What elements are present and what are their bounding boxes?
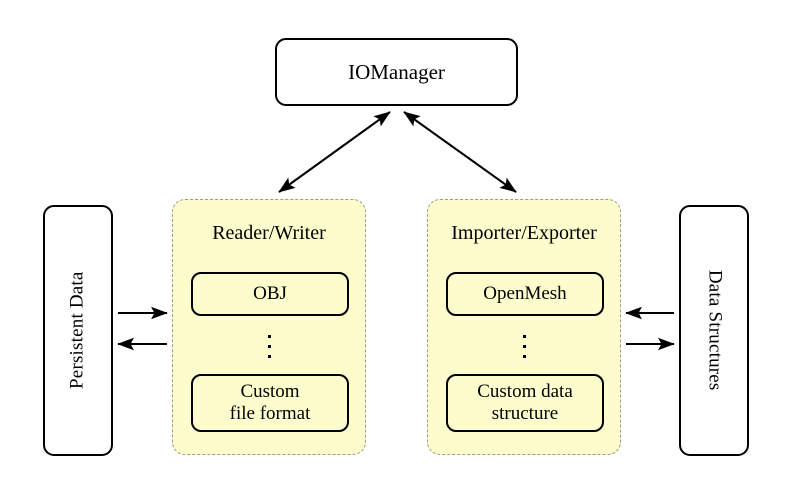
arrow-iomanager-importerexporter bbox=[403, 111, 517, 193]
box-custom-data-structure-line1: Custom data bbox=[477, 380, 573, 402]
data-structures-node: Data Structures bbox=[679, 205, 749, 456]
box-custom-data-structure-line2: structure bbox=[491, 403, 559, 424]
box-custom-file-format-line1: Custom bbox=[240, 380, 300, 402]
box-openmesh: OpenMesh bbox=[446, 272, 604, 316]
iomanager-label: IOManager bbox=[348, 59, 445, 84]
ellipsis-dot bbox=[522, 335, 526, 338]
box-openmesh-label: OpenMesh bbox=[483, 282, 567, 304]
ellipsis-dot bbox=[267, 345, 271, 348]
persistent-data-label: Persistent Data bbox=[66, 271, 88, 390]
ellipsis-dot bbox=[267, 355, 271, 358]
box-custom-file-format-line2: file format bbox=[229, 403, 311, 424]
box-custom-file-format: Custom file format bbox=[191, 374, 349, 432]
ellipsis-reader-writer bbox=[173, 328, 365, 358]
iomanager-node: IOManager bbox=[275, 38, 518, 106]
ellipsis-dot bbox=[522, 355, 526, 358]
box-custom-data-structure: Custom data structure bbox=[446, 374, 604, 432]
box-obj: OBJ bbox=[191, 272, 349, 316]
group-reader-writer-title: Reader/Writer bbox=[212, 222, 326, 244]
group-importer-exporter-title: Importer/Exporter bbox=[451, 222, 597, 244]
box-custom-file-format-label: Custom file format bbox=[230, 381, 311, 426]
box-obj-label: OBJ bbox=[253, 282, 287, 304]
data-structures-label: Data Structures bbox=[704, 270, 726, 391]
group-reader-writer: Reader/Writer OBJ Custom file format bbox=[172, 199, 366, 455]
persistent-data-node: Persistent Data bbox=[43, 205, 113, 456]
arrow-iomanager-readerwriter bbox=[278, 111, 391, 193]
ellipsis-dot bbox=[522, 345, 526, 348]
ellipsis-dot bbox=[267, 335, 271, 338]
ellipsis-importer-exporter bbox=[428, 328, 620, 358]
box-custom-data-structure-label: Custom data structure bbox=[477, 381, 573, 426]
group-importer-exporter: Importer/Exporter OpenMesh Custom data s… bbox=[427, 199, 621, 455]
